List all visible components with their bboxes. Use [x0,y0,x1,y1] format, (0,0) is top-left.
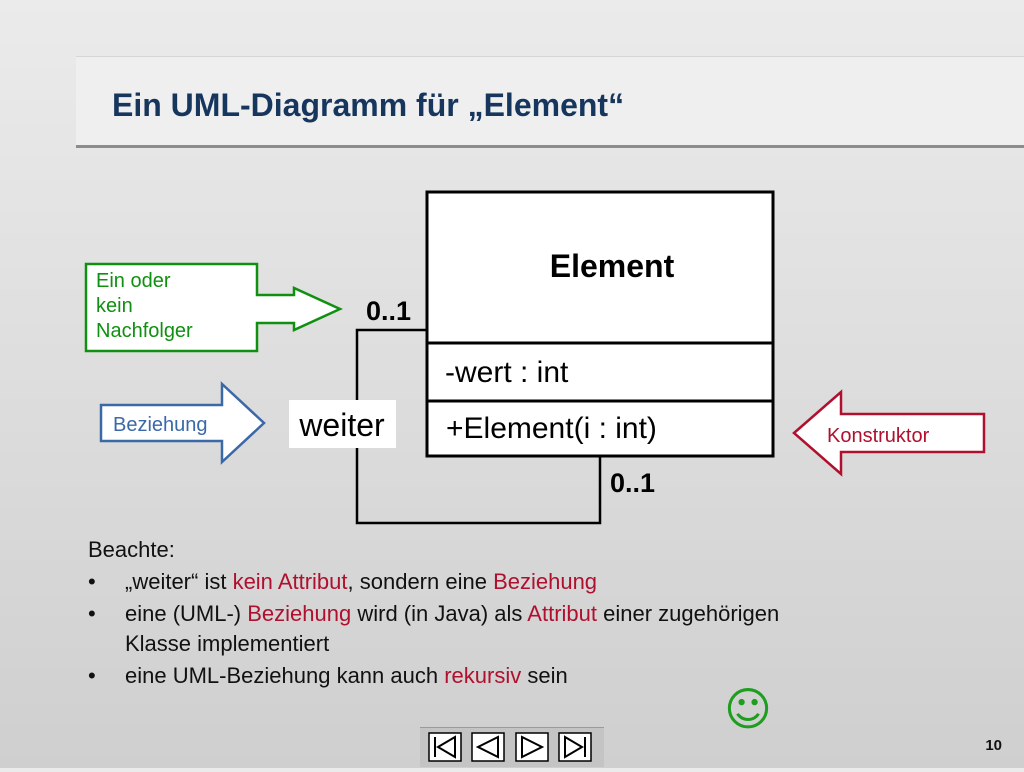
slide-navigation-bar [420,727,604,767]
note-bullet-2: eine (UML-) Beziehung wird (in Java) als… [88,599,828,659]
uml-operation: +Element(i : int) [446,412,657,445]
note-2-text-b: wird (in Java) als [351,601,528,626]
self-association-line [355,328,602,525]
note-bullet-3: eine UML-Beziehung kann auch rekursiv se… [88,661,828,691]
role-label-background [289,400,396,448]
blue-callout: Beziehung [99,381,266,465]
uml-class-frame [425,190,775,458]
note-1-highlight-a: kein Attribut [232,569,348,594]
uml-class-name: Element [550,248,675,284]
note-2-highlight-b: Attribut [527,601,597,626]
last-slide-icon[interactable] [558,732,592,762]
multiplicity-top: 0..1 [366,296,411,326]
page-number: 10 [985,737,1002,754]
green-callout-line-1: Ein oder [96,270,171,292]
multiplicity-bottom: 0..1 [610,468,655,498]
note-1-text-b: , sondern eine [347,569,494,594]
uml-attribute: -wert : int [445,356,569,389]
notes-heading: Beachte: [88,537,175,562]
note-2-text-c: einer zugehörigen Klasse implementiert [125,601,780,656]
note-2-text-a: eine (UML-) [125,601,248,626]
first-slide-icon[interactable] [428,732,462,762]
role-label: weiter [298,407,385,443]
green-callout-arrow-shape [84,262,344,353]
green-callout-text: Ein oder kein Nachfolger [96,270,193,342]
red-callout-arrow-shape [792,389,986,477]
note-1-text-a: „weiter“ ist [125,569,233,594]
uml-class-box: Element -wert : int +Element(i : int) [425,190,775,458]
green-callout: Ein oder kein Nachfolger [84,262,344,353]
note-3-text-a: eine UML-Beziehung kann auch [125,663,445,688]
note-2-highlight-a: Beziehung [247,601,352,626]
red-callout-text: Konstruktor [827,425,930,447]
note-bullet-1: „weiter“ ist kein Attribut, sondern eine… [88,567,828,597]
slide-navigation [420,727,604,772]
red-callout: Konstruktor [792,389,986,477]
green-callout-line-3: Nachfolger [96,320,193,342]
title-bar: Ein UML-Diagramm für „Element“ [76,56,1024,148]
next-slide-icon[interactable] [515,732,549,762]
blue-callout-text: Beziehung [113,414,208,436]
note-3-highlight-a: rekursiv [444,663,522,688]
smiley-icon: ☺ [724,682,772,736]
previous-slide-icon[interactable] [471,732,505,762]
note-1-highlight-b: Beziehung [493,569,598,594]
note-3-text-b: sein [521,663,568,688]
green-callout-line-2: kein [96,295,133,317]
blue-callout-arrow-shape [99,381,266,465]
notes: Beachte: „weiter“ ist kein Attribut, son… [88,535,828,693]
slide-title: Ein UML-Diagramm für „Element“ [112,87,625,123]
